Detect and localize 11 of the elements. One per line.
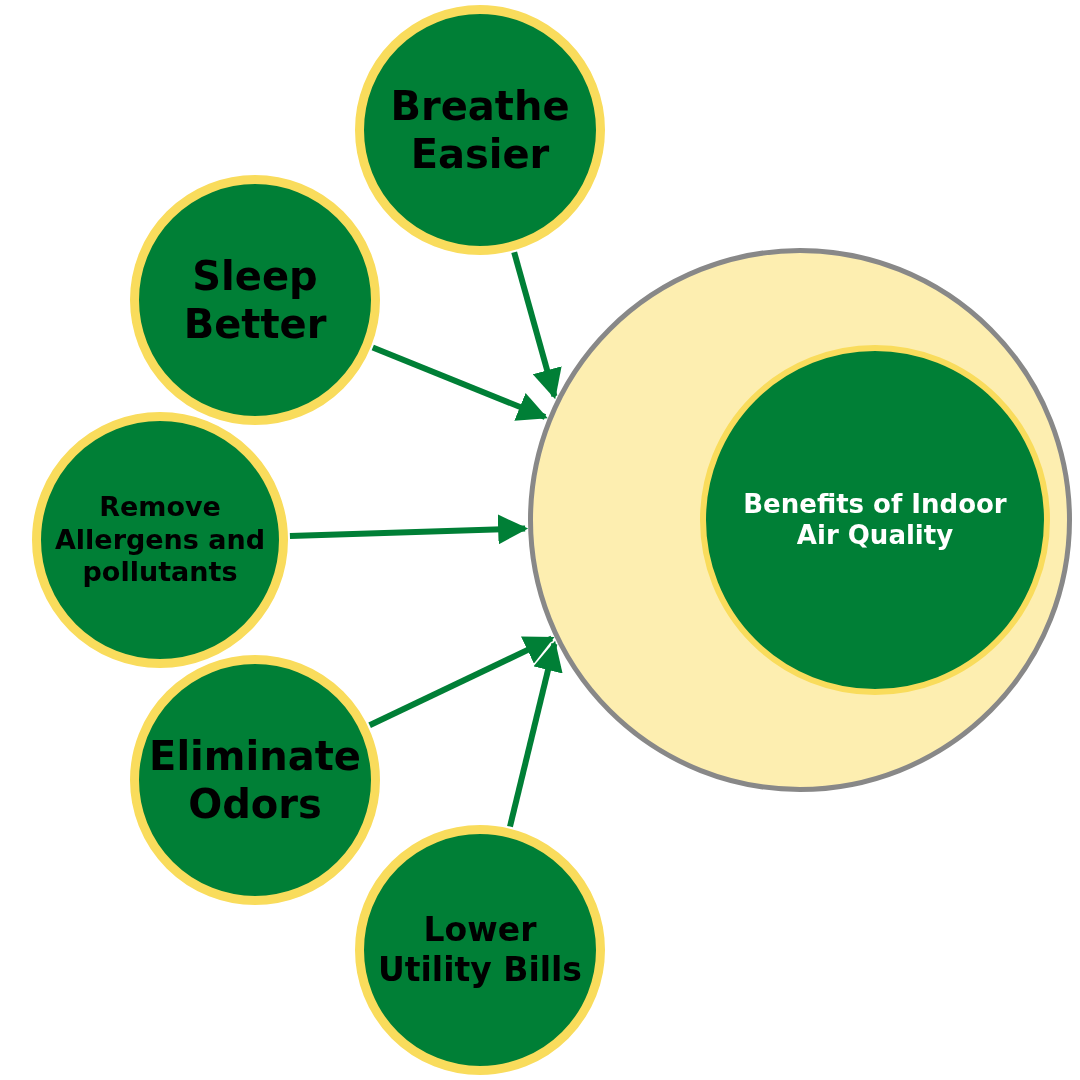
arrow	[371, 344, 548, 421]
benefit-label: Lower Utility Bills	[377, 910, 583, 990]
arrow	[289, 514, 529, 545]
arrow	[507, 640, 563, 828]
title-label: Benefits of Indoor Air Quality	[742, 488, 1008, 552]
arrow	[368, 635, 555, 729]
benefit-label: Remove Allergens and pollutants	[53, 491, 267, 589]
benefit-label: Sleep Better	[182, 252, 328, 348]
arrow	[511, 251, 562, 400]
benefit-label: Eliminate Odors	[148, 732, 362, 828]
benefit-label: Breathe Easier	[389, 82, 571, 178]
